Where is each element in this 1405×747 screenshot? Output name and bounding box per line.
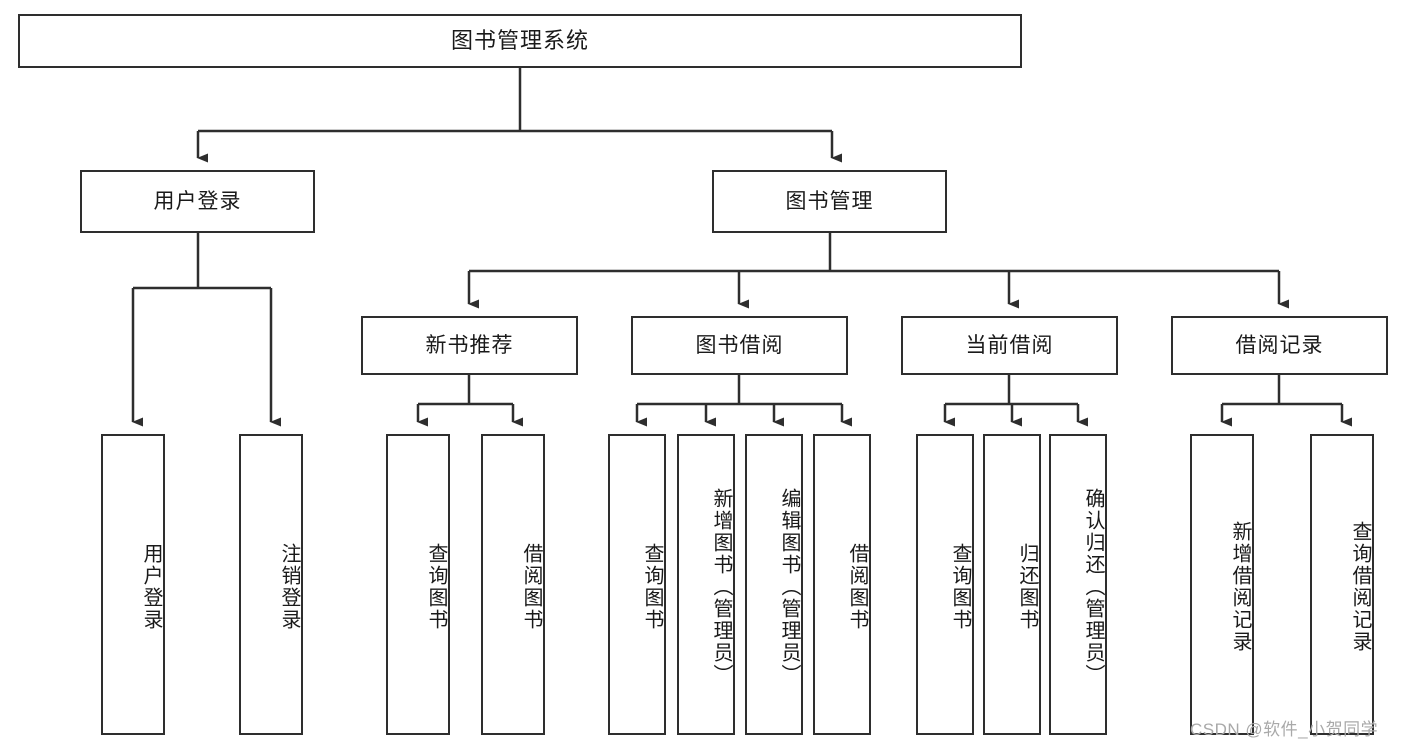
node-root[interactable]: 图书管理系统 — [18, 14, 1022, 68]
leaf-user-login-label: 用户登录 — [140, 542, 162, 631]
node-borrow-records-label: 借阅记录 — [1235, 333, 1324, 357]
node-user-login-label: 用户登录 — [153, 189, 242, 213]
node-current-borrow-label: 当前借阅 — [965, 333, 1054, 357]
leaf-borrow-edit-book-admin-label: 编辑图书（管理员） — [778, 487, 800, 686]
leaf-borrow-query-book-label: 查询图书 — [641, 542, 663, 631]
leaf-newbook-query-book[interactable]: 查询图书 — [386, 434, 450, 735]
node-book-borrow-label: 图书借阅 — [695, 333, 784, 357]
leaf-borrow-query-book[interactable]: 查询图书 — [608, 434, 666, 735]
node-root-label: 图书管理系统 — [450, 27, 589, 53]
leaf-logout[interactable]: 注销登录 — [239, 434, 303, 735]
leaf-borrow-add-book-admin[interactable]: 新增图书（管理员） — [677, 434, 735, 735]
leaf-borrow-lend-book[interactable]: 借阅图书 — [813, 434, 871, 735]
leaf-newbook-query-book-label: 查询图书 — [425, 542, 447, 631]
leaf-records-add-record-label: 新增借阅记录 — [1229, 520, 1251, 653]
leaf-current-confirm-return-admin-label: 确认归还（管理员） — [1082, 487, 1104, 686]
leaf-user-login[interactable]: 用户登录 — [101, 434, 165, 735]
leaf-current-return-book-label: 归还图书 — [1016, 542, 1038, 631]
leaf-current-confirm-return-admin[interactable]: 确认归还（管理员） — [1049, 434, 1107, 735]
csdn-watermark: CSDN @软件_小贺同学 — [1190, 720, 1379, 739]
leaf-current-query-book[interactable]: 查询图书 — [916, 434, 974, 735]
leaf-borrow-lend-book-label: 借阅图书 — [846, 542, 868, 631]
leaf-records-query-record-label: 查询借阅记录 — [1349, 520, 1371, 653]
node-book-borrow[interactable]: 图书借阅 — [631, 316, 848, 375]
leaf-current-query-book-label: 查询图书 — [949, 542, 971, 631]
node-current-borrow[interactable]: 当前借阅 — [901, 316, 1118, 375]
leaf-current-return-book[interactable]: 归还图书 — [983, 434, 1041, 735]
leaf-logout-label: 注销登录 — [278, 542, 300, 631]
node-borrow-records[interactable]: 借阅记录 — [1171, 316, 1388, 375]
node-user-login[interactable]: 用户登录 — [80, 170, 315, 233]
leaf-borrow-edit-book-admin[interactable]: 编辑图书（管理员） — [745, 434, 803, 735]
leaf-records-add-record[interactable]: 新增借阅记录 — [1190, 434, 1254, 735]
leaf-newbook-borrow-book-label: 借阅图书 — [520, 542, 542, 631]
leaf-records-query-record[interactable]: 查询借阅记录 — [1310, 434, 1374, 735]
leaf-newbook-borrow-book[interactable]: 借阅图书 — [481, 434, 545, 735]
leaf-borrow-add-book-admin-label: 新增图书（管理员） — [710, 487, 732, 686]
node-new-book-recommend-label: 新书推荐 — [425, 333, 514, 357]
node-book-management-label: 图书管理 — [785, 189, 874, 213]
node-new-book-recommend[interactable]: 新书推荐 — [361, 316, 578, 375]
node-book-management[interactable]: 图书管理 — [712, 170, 947, 233]
